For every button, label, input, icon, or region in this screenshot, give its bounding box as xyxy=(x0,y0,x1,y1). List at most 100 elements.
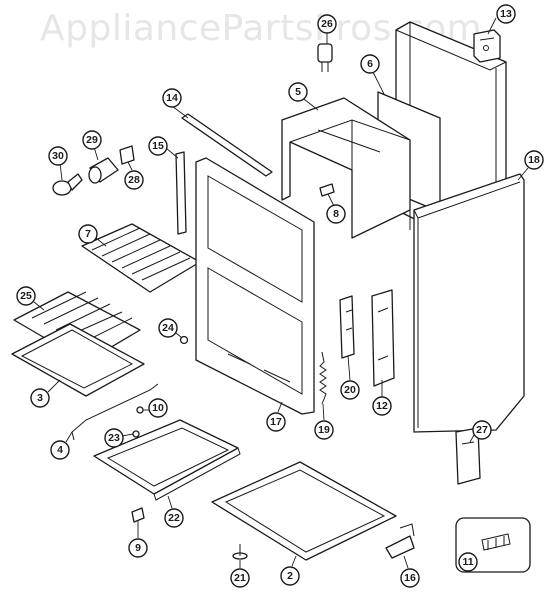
lamp-socket-26[interactable] xyxy=(317,43,333,72)
leader-4 xyxy=(65,431,73,443)
callout-14[interactable]: 14 xyxy=(162,88,182,108)
svg-text:23: 23 xyxy=(108,432,120,444)
callout-28[interactable]: 28 xyxy=(124,170,144,190)
callout-9[interactable]: 9 xyxy=(128,538,148,558)
screw-10[interactable] xyxy=(136,406,144,414)
svg-text:4: 4 xyxy=(57,444,63,456)
svg-text:26: 26 xyxy=(321,18,333,30)
svg-text:27: 27 xyxy=(476,424,488,436)
svg-text:18: 18 xyxy=(528,154,540,166)
callout-8[interactable]: 8 xyxy=(326,204,346,224)
trim-strip-15[interactable] xyxy=(175,151,187,235)
leader-13 xyxy=(487,17,497,35)
svg-text:7: 7 xyxy=(85,228,91,240)
callout-13[interactable]: 13 xyxy=(496,4,516,24)
leader-20 xyxy=(347,355,351,381)
callout-3[interactable]: 3 xyxy=(30,388,50,408)
leader-28 xyxy=(127,161,133,171)
callout-6[interactable]: 6 xyxy=(360,54,380,74)
leader-22 xyxy=(167,495,173,509)
svg-text:13: 13 xyxy=(500,8,512,20)
callout-22[interactable]: 22 xyxy=(164,508,184,528)
clip-8[interactable] xyxy=(319,183,335,197)
leader-2 xyxy=(291,555,297,567)
leader-19 xyxy=(322,403,325,421)
hinge-20[interactable] xyxy=(339,295,355,359)
rod-4[interactable] xyxy=(71,383,159,441)
svg-text:19: 19 xyxy=(318,424,330,436)
leader-14 xyxy=(171,105,189,119)
callout-27[interactable]: 27 xyxy=(472,420,492,440)
callout-12[interactable]: 12 xyxy=(372,396,392,416)
oven-liner-5[interactable] xyxy=(281,97,411,239)
callout-16[interactable]: 16 xyxy=(400,568,420,588)
side-panel-18[interactable] xyxy=(413,173,525,433)
leader-25 xyxy=(33,301,45,311)
hinge-receptacle-12[interactable] xyxy=(371,289,395,387)
bracket-27[interactable] xyxy=(455,427,481,485)
bottom-panel-2[interactable] xyxy=(211,461,397,561)
bracket-13[interactable] xyxy=(473,29,501,63)
lamp-lens-29[interactable] xyxy=(88,157,119,184)
leader-27 xyxy=(469,434,475,443)
callout-17[interactable]: 17 xyxy=(266,412,286,432)
leveling-leg-21[interactable] xyxy=(232,544,248,560)
svg-text:24: 24 xyxy=(162,322,174,334)
svg-text:15: 15 xyxy=(152,140,164,152)
callout-29[interactable]: 29 xyxy=(82,130,102,150)
svg-text:6: 6 xyxy=(367,58,373,70)
svg-text:5: 5 xyxy=(295,86,301,98)
callout-10[interactable]: 10 xyxy=(148,398,168,418)
oven-rack-7[interactable] xyxy=(81,223,201,293)
lamp-cover-28[interactable] xyxy=(119,145,135,165)
callout-23[interactable]: 23 xyxy=(104,428,124,448)
trim-strip-14[interactable] xyxy=(181,113,273,177)
svg-text:11: 11 xyxy=(462,556,473,568)
callout-4[interactable]: 4 xyxy=(50,440,70,460)
svg-text:29: 29 xyxy=(86,134,98,146)
leader-6 xyxy=(371,69,385,95)
callout-25[interactable]: 25 xyxy=(16,286,36,306)
leader-3 xyxy=(47,379,61,393)
callout-5[interactable]: 5 xyxy=(288,82,308,102)
callout-20[interactable]: 20 xyxy=(340,380,360,400)
leader-18 xyxy=(517,167,529,181)
svg-text:12: 12 xyxy=(376,400,388,412)
svg-text:14: 14 xyxy=(166,92,178,104)
leader-17 xyxy=(277,401,283,413)
callout-30[interactable]: 30 xyxy=(48,146,68,166)
svg-text:30: 30 xyxy=(52,150,64,162)
svg-text:16: 16 xyxy=(404,572,416,584)
svg-text:21: 21 xyxy=(234,572,246,584)
light-bulb-30[interactable] xyxy=(52,173,83,196)
leader-8 xyxy=(327,193,335,207)
callout-24[interactable]: 24 xyxy=(158,318,178,338)
spring-19[interactable] xyxy=(319,351,327,405)
leader-15 xyxy=(165,147,179,159)
leader-30 xyxy=(59,162,63,181)
svg-text:17: 17 xyxy=(270,416,282,428)
screw-23[interactable] xyxy=(132,430,140,438)
screw-24[interactable] xyxy=(179,335,189,345)
callout-21[interactable]: 21 xyxy=(230,568,250,588)
callout-19[interactable]: 19 xyxy=(314,420,334,440)
callout-2[interactable]: 2 xyxy=(280,566,300,586)
broiler-pan-3[interactable] xyxy=(11,323,145,397)
svg-text:28: 28 xyxy=(128,174,140,186)
leader-23 xyxy=(121,433,134,437)
leader-7 xyxy=(95,237,107,247)
svg-text:25: 25 xyxy=(20,290,32,302)
leader-16 xyxy=(403,555,409,569)
door-frame-17[interactable] xyxy=(195,157,315,415)
clip-9[interactable] xyxy=(131,507,145,523)
callout-26[interactable]: 26 xyxy=(317,14,337,34)
bracket-16[interactable] xyxy=(385,523,415,559)
tray-22[interactable] xyxy=(93,419,241,501)
callout-11[interactable]: 11 xyxy=(458,552,478,572)
svg-text:20: 20 xyxy=(344,384,356,396)
callout-15[interactable]: 15 xyxy=(148,136,168,156)
svg-text:22: 22 xyxy=(168,512,180,524)
callout-18[interactable]: 18 xyxy=(524,150,544,170)
callout-7[interactable]: 7 xyxy=(78,224,98,244)
